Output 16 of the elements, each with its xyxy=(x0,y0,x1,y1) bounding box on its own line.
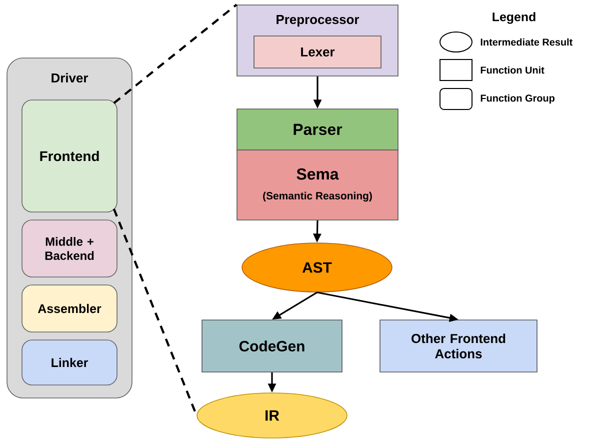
rounded-box: Linker xyxy=(22,340,118,386)
process-box: Parser xyxy=(236,108,398,150)
dashed-line xyxy=(113,4,238,104)
legend-title: Legend xyxy=(492,12,536,24)
process-box: Other Frontend Actions xyxy=(380,320,538,372)
rounded-box: Frontend xyxy=(22,100,118,212)
ellipse-node: AST xyxy=(242,242,392,292)
process-box: Lexer xyxy=(254,36,382,68)
process-box: Sema (Semantic Reasoning) xyxy=(236,150,398,220)
legend-text: Function Group xyxy=(480,94,554,104)
rounded-box: Middle + Backend xyxy=(22,220,118,278)
legend-text: Intermediate Result xyxy=(480,38,573,46)
rounded-box: Assembler xyxy=(22,284,118,332)
process-box: CodeGen xyxy=(202,320,342,372)
legend-text: Function Unit xyxy=(480,66,544,74)
ellipse-node: IR xyxy=(196,392,348,438)
